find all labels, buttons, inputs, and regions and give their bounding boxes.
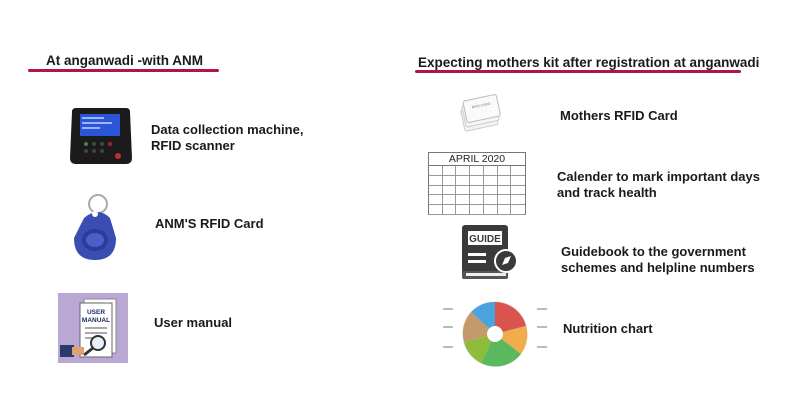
- rfid-cards-icon: RFID CARD: [456, 92, 504, 138]
- calendar-title: APRIL 2020: [429, 153, 525, 166]
- label-data-collection-machine: Data collection machine, RFID scanner: [151, 122, 304, 153]
- svg-text:USER: USER: [87, 309, 105, 316]
- card-text: RFID CARD: [471, 102, 491, 110]
- user-manual-icon: USER MANUAL: [58, 293, 128, 363]
- label-anm-rfid-card: ANM'S RFID Card: [155, 216, 264, 231]
- label-user-manual: User manual: [154, 315, 233, 330]
- left-heading: At anganwadi -with ANM: [46, 53, 203, 68]
- label-mothers-rfid-card: Mothers RFID Card: [560, 108, 678, 123]
- label-guidebook: Guidebook to the government schemes and …: [561, 244, 755, 275]
- calendar-icon: APRIL 2020: [428, 152, 526, 215]
- nutrition-chart-icon: [441, 296, 549, 368]
- right-heading-underline: [415, 70, 741, 73]
- guidebook-icon: GUIDE: [458, 223, 520, 281]
- left-heading-underline: [28, 69, 219, 72]
- right-heading: Expecting mothers kit after registration…: [418, 55, 760, 70]
- svg-text:MANUAL: MANUAL: [82, 317, 110, 324]
- rfid-scanner-machine-icon: [68, 104, 134, 168]
- label-calendar: Calender to mark important days and trac…: [557, 169, 760, 200]
- rfid-keyfob-icon: [70, 192, 120, 264]
- label-nutrition-chart: Nutrition chart: [563, 321, 653, 336]
- guide-text: GUIDE: [469, 234, 501, 245]
